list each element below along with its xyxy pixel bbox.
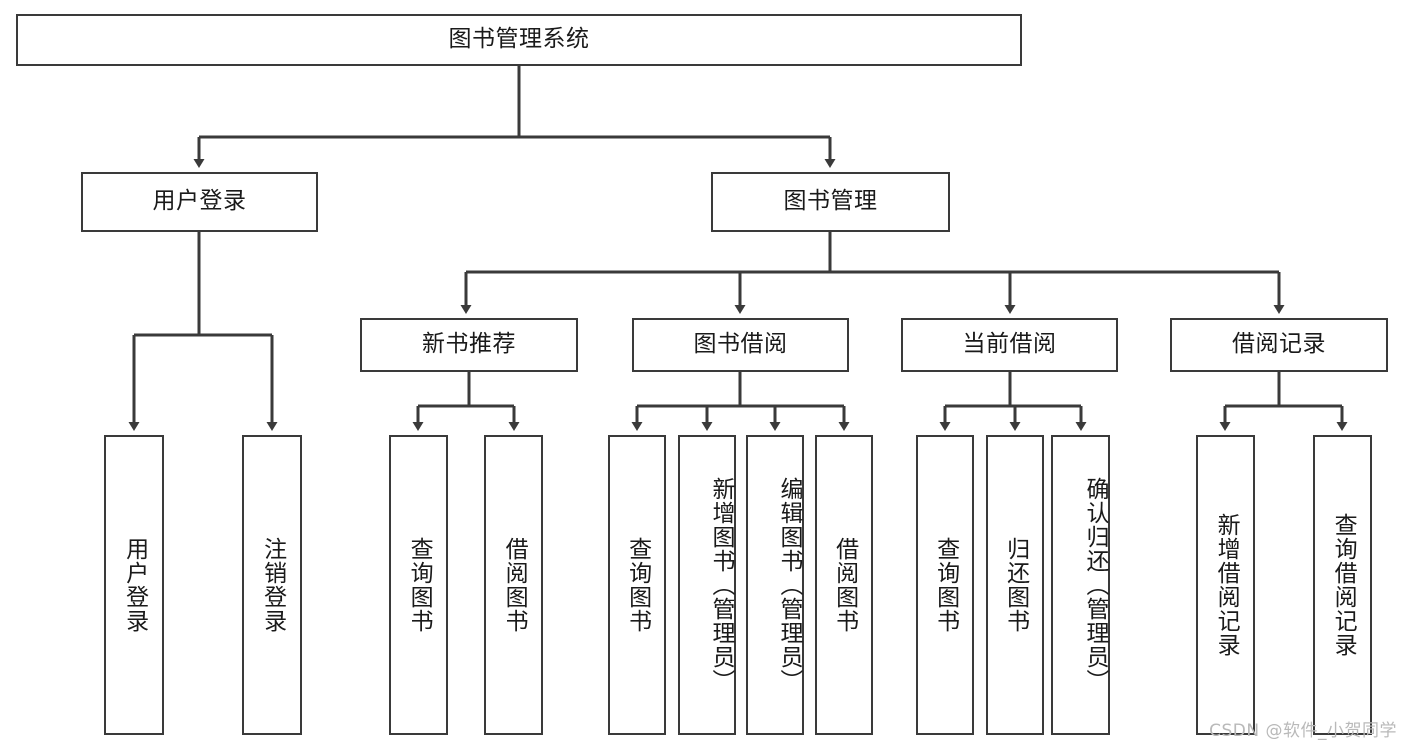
node-book-manage-label: 图书管理 — [783, 188, 878, 215]
node-new-book-recommend[interactable]: 新书推荐 — [360, 318, 578, 372]
node-current-borrow-label: 当前借阅 — [962, 331, 1057, 358]
leaf-borrow-book-2-label: 借阅图书 — [831, 537, 858, 633]
leaf-query-book-2[interactable]: 查询图书 — [608, 435, 666, 735]
leaf-borrow-book-1-label: 借阅图书 — [501, 537, 528, 633]
leaf-edit-book-label: 编辑图书（管理员） — [776, 477, 802, 693]
leaf-add-book-label: 新增图书（管理员） — [708, 477, 734, 693]
node-current-borrow[interactable]: 当前借阅 — [901, 318, 1118, 372]
leaf-edit-book[interactable]: 编辑图书（管理员） — [746, 435, 804, 735]
leaf-query-borrow-record[interactable]: 查询借阅记录 — [1313, 435, 1372, 735]
node-user-login[interactable]: 用户登录 — [81, 172, 318, 232]
leaf-return-book[interactable]: 归还图书 — [986, 435, 1044, 735]
leaf-logout-login[interactable]: 注销登录 — [242, 435, 302, 735]
leaf-return-book-label: 归还图书 — [1002, 537, 1029, 633]
leaf-borrow-book-2[interactable]: 借阅图书 — [815, 435, 873, 735]
leaf-add-borrow-record[interactable]: 新增借阅记录 — [1196, 435, 1255, 735]
node-book-borrow-label: 图书借阅 — [693, 331, 788, 358]
leaf-confirm-return-label: 确认归还（管理员） — [1082, 477, 1108, 693]
node-book-manage[interactable]: 图书管理 — [711, 172, 950, 232]
leaf-borrow-book-1[interactable]: 借阅图书 — [484, 435, 543, 735]
node-root[interactable]: 图书管理系统 — [16, 14, 1022, 66]
node-borrow-record-label: 借阅记录 — [1232, 331, 1326, 358]
node-borrow-record[interactable]: 借阅记录 — [1170, 318, 1388, 372]
node-new-book-recommend-label: 新书推荐 — [422, 331, 516, 358]
leaf-query-book-3-label: 查询图书 — [932, 537, 959, 633]
leaf-query-book-1[interactable]: 查询图书 — [389, 435, 448, 735]
leaf-confirm-return[interactable]: 确认归还（管理员） — [1051, 435, 1110, 735]
leaf-user-login[interactable]: 用户登录 — [104, 435, 164, 735]
leaf-logout-login-label: 注销登录 — [259, 537, 286, 633]
leaf-query-book-3[interactable]: 查询图书 — [916, 435, 974, 735]
leaf-add-book[interactable]: 新增图书（管理员） — [678, 435, 736, 735]
csdn-watermark: CSDN @软件_小贺同学 — [1209, 721, 1397, 741]
node-user-login-label: 用户登录 — [152, 188, 247, 215]
leaf-add-borrow-record-label: 新增借阅记录 — [1213, 513, 1240, 657]
node-root-label: 图书管理系统 — [448, 26, 590, 53]
leaf-query-borrow-record-label: 查询借阅记录 — [1330, 513, 1357, 657]
leaf-query-book-1-label: 查询图书 — [406, 537, 433, 633]
leaf-query-book-2-label: 查询图书 — [624, 537, 651, 633]
node-book-borrow[interactable]: 图书借阅 — [632, 318, 849, 372]
leaf-user-login-label: 用户登录 — [121, 537, 148, 633]
